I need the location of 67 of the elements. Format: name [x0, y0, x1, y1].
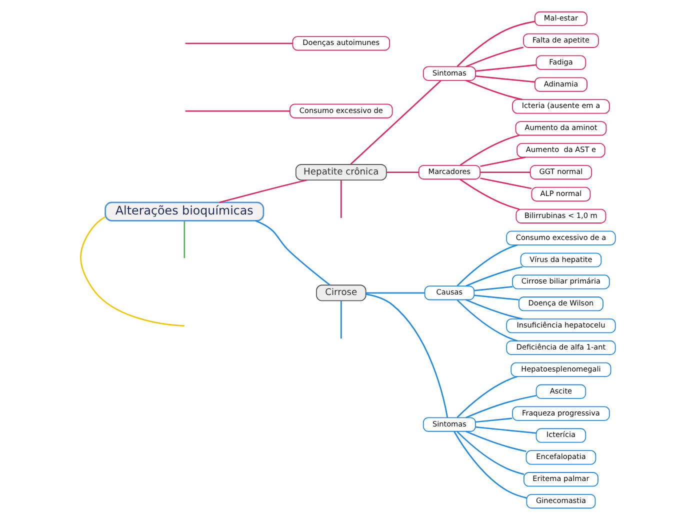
connector — [460, 178, 520, 210]
node-box: Aumento da AST e — [516, 143, 606, 158]
node-box: Causas — [424, 286, 475, 300]
node-box: ALP normal — [531, 186, 591, 202]
node-box: Fadiga — [536, 55, 586, 70]
connector — [185, 110, 290, 112]
connector — [456, 376, 518, 418]
node-box: Hepatite crônica — [295, 164, 387, 180]
node-box: Encefalopatia — [526, 450, 596, 465]
node-box: Icteria (ausente em a — [512, 99, 610, 114]
node-box: Bilirrubinas < 1,0 m — [516, 208, 606, 224]
connector — [366, 292, 425, 294]
connector — [475, 64, 536, 72]
node-box: Sintomas — [422, 66, 476, 81]
node-box: Ascite — [536, 384, 586, 399]
connector — [474, 286, 512, 292]
node-box: Vírus da hepatite — [520, 252, 602, 268]
connector — [460, 134, 520, 166]
node-box: Eritema palmar — [524, 472, 598, 487]
connector — [456, 244, 518, 286]
connector — [475, 426, 536, 434]
connector — [466, 46, 524, 68]
node-box: Mal-estar — [534, 11, 588, 26]
node-box: GGT normal — [530, 164, 592, 180]
connector — [184, 221, 186, 258]
connector — [466, 430, 526, 452]
node-box: Cirrose — [316, 284, 366, 302]
connector — [466, 394, 536, 418]
connector — [219, 179, 307, 204]
node-box: Icterícia — [536, 428, 586, 443]
connector — [474, 294, 519, 300]
node-box: Doença de Wilson — [518, 296, 604, 312]
connector — [475, 75, 535, 83]
connector — [466, 266, 523, 287]
node-box: Deficiência de alfa 1-ant — [506, 340, 616, 356]
connector — [480, 156, 526, 167]
node-box: Falta de apetite — [523, 33, 599, 48]
node-box: Alterações bioquímicas — [104, 202, 264, 222]
node-box: Aumento da aminot — [515, 121, 607, 136]
node-box: Consumo excessivo de a — [506, 230, 616, 246]
connector — [366, 294, 448, 418]
connector — [454, 431, 527, 499]
connector — [466, 299, 523, 320]
node-box: Ginecomastia — [526, 494, 596, 509]
node-box: Fraqueza progressiva — [512, 406, 610, 421]
connector — [185, 42, 292, 44]
node-box: Sintomas — [422, 417, 476, 432]
connector — [456, 431, 524, 475]
node-box: Adinamia — [534, 77, 588, 92]
connector — [456, 20, 535, 67]
connector — [255, 220, 330, 286]
node-box: Hepatoesplenomegali — [510, 362, 612, 377]
connector — [456, 300, 518, 342]
connector — [340, 180, 342, 218]
connector — [480, 172, 530, 173]
connector — [340, 300, 342, 339]
node-box: Insuficiência hepatocelu — [506, 318, 616, 334]
node-box: Doenças autoimunes — [292, 36, 390, 51]
node-box: Marcadores — [418, 164, 481, 180]
connector — [466, 80, 523, 100]
node-box: Consumo excessivo de — [290, 104, 393, 118]
connector — [480, 178, 532, 190]
connector — [350, 80, 442, 165]
connector — [475, 418, 512, 423]
node-box: Cirrose biliar primária — [512, 274, 610, 290]
connector — [386, 172, 419, 173]
connector — [80, 216, 184, 326]
